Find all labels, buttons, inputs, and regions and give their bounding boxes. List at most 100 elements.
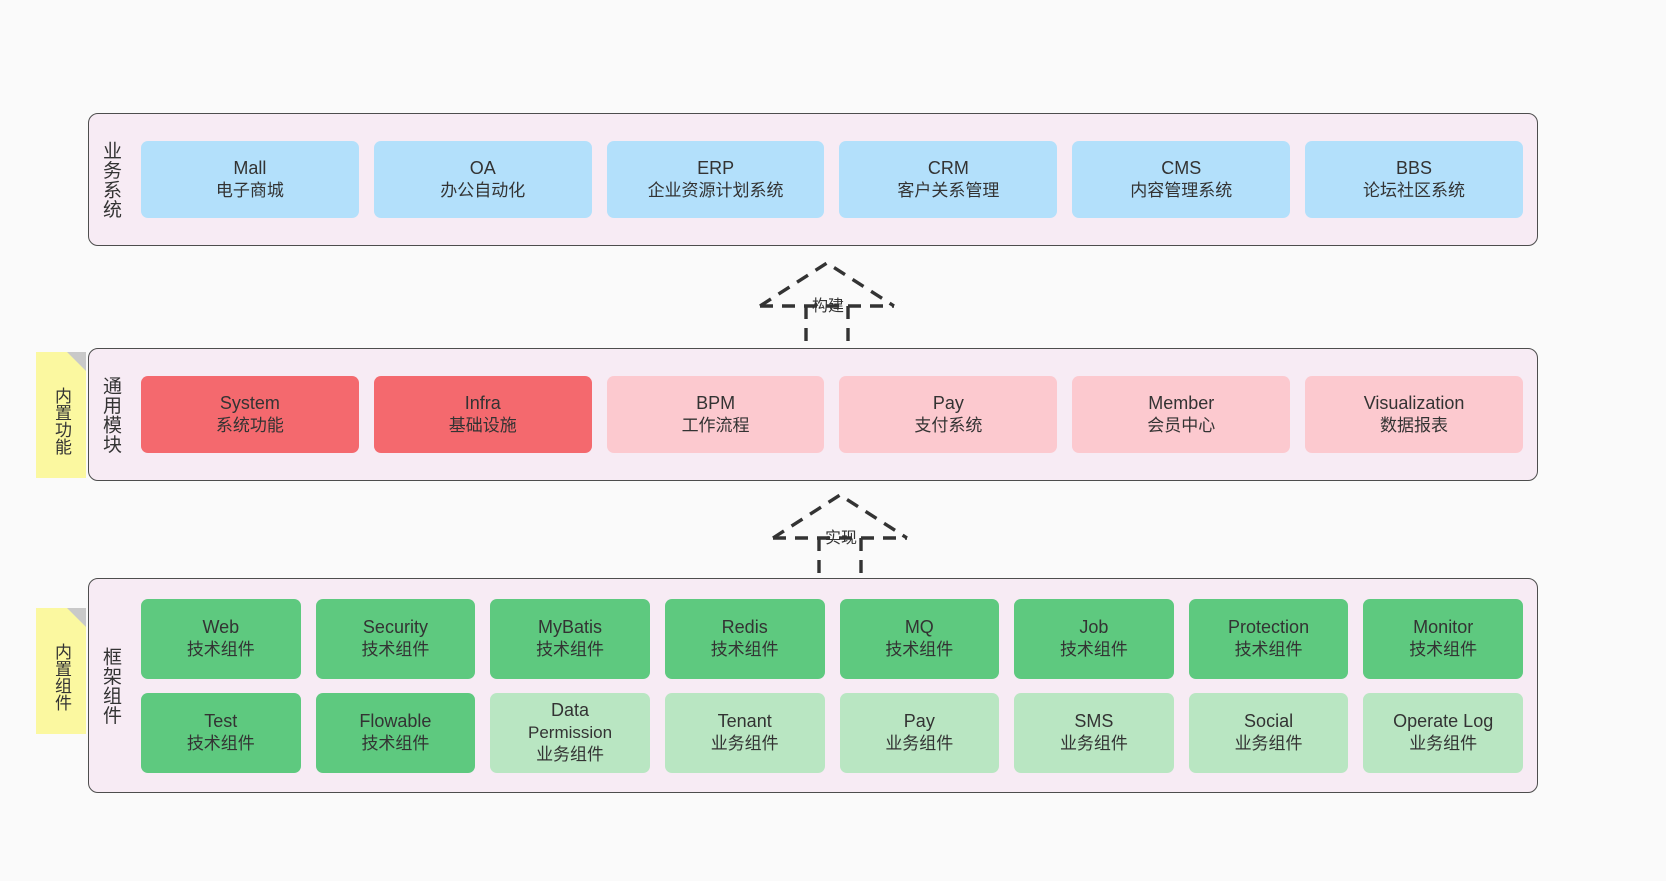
card-subtitle: 支付系统 xyxy=(914,416,983,436)
card-title-cont: Permission xyxy=(528,723,613,743)
card-title: Tenant xyxy=(717,711,772,732)
card-title: Web xyxy=(202,617,240,638)
card-title: Pay xyxy=(932,393,964,414)
layer-body-business: Mall 电子商城 OA 办公自动化 ERP 企业资源计划系统 CRM 客户关系… xyxy=(131,114,1537,245)
card-subtitle: 工作流程 xyxy=(681,416,750,436)
card-subtitle: 客户关系管理 xyxy=(897,181,1000,201)
layer-body-common: System 系统功能 Infra 基础设施 BPM 工作流程 Pay 支付系统… xyxy=(131,349,1537,480)
layer-title-common: 通用模块 xyxy=(100,375,122,454)
card-oa[interactable]: OA 办公自动化 xyxy=(373,141,592,218)
card-subtitle: 企业资源计划系统 xyxy=(647,181,784,201)
card-title: Security xyxy=(362,617,428,638)
card-redis[interactable]: Redis 技术组件 xyxy=(664,598,825,679)
card-visualization[interactable]: Visualization 数据报表 xyxy=(1305,376,1523,453)
card-tenant[interactable]: Tenant 业务组件 xyxy=(664,692,825,773)
card-job[interactable]: Job 技术组件 xyxy=(1014,598,1174,679)
framework-row-biz: Test 技术组件 Flowable 技术组件 Data Permission … xyxy=(141,692,1523,773)
card-subtitle: 业务组件 xyxy=(536,745,605,765)
card-title: System xyxy=(219,393,280,414)
card-subtitle: 办公自动化 xyxy=(440,181,526,201)
card-title: SMS xyxy=(1074,711,1114,732)
card-subtitle: 内容管理系统 xyxy=(1130,181,1233,201)
card-title: Social xyxy=(1244,711,1294,732)
sticky-note-builtin-functions: 内置功能 xyxy=(36,352,86,478)
layer-common-modules: 通用模块 System 系统功能 Infra 基础设施 BPM 工作流程 Pay… xyxy=(88,348,1538,481)
card-subtitle: 系统功能 xyxy=(215,416,284,436)
card-title: MQ xyxy=(904,617,934,638)
card-subtitle: 业务组件 xyxy=(1059,734,1128,754)
card-subtitle: 业务组件 xyxy=(1409,734,1478,754)
card-subtitle: 技术组件 xyxy=(1234,640,1303,660)
card-erp[interactable]: ERP 企业资源计划系统 xyxy=(606,141,825,218)
sticky-note-builtin-components: 内置组件 xyxy=(36,608,86,734)
layer-title-business: 业务系统 xyxy=(100,140,122,219)
card-protection[interactable]: Protection 技术组件 xyxy=(1188,598,1349,679)
card-data-permission[interactable]: Data Permission 业务组件 xyxy=(490,692,650,773)
card-subtitle: 会员中心 xyxy=(1147,416,1216,436)
card-subtitle: 业务组件 xyxy=(710,734,779,754)
card-bbs[interactable]: BBS 论坛社区系统 xyxy=(1305,141,1523,218)
card-pay-component[interactable]: Pay 业务组件 xyxy=(839,692,1000,773)
card-subtitle: 技术组件 xyxy=(536,640,605,660)
card-monitor[interactable]: Monitor 技术组件 xyxy=(1363,598,1523,679)
card-title: Protection xyxy=(1228,617,1310,638)
card-pay-module[interactable]: Pay 支付系统 xyxy=(839,376,1058,453)
card-operate-log[interactable]: Operate Log 业务组件 xyxy=(1363,692,1523,773)
card-subtitle: 业务组件 xyxy=(1234,734,1303,754)
card-security[interactable]: Security 技术组件 xyxy=(315,598,476,679)
card-subtitle: 技术组件 xyxy=(361,640,430,660)
card-bpm[interactable]: BPM 工作流程 xyxy=(606,376,825,453)
card-mall[interactable]: Mall 电子商城 xyxy=(141,141,359,218)
card-subtitle: 论坛社区系统 xyxy=(1363,181,1466,201)
card-mq[interactable]: MQ 技术组件 xyxy=(839,598,1000,679)
card-flowable[interactable]: Flowable 技术组件 xyxy=(315,692,476,773)
connector-build-label: 构建 xyxy=(812,298,845,315)
card-system[interactable]: System 系统功能 xyxy=(141,376,359,453)
card-subtitle: 技术组件 xyxy=(885,640,954,660)
card-mybatis[interactable]: MyBatis 技术组件 xyxy=(490,598,650,679)
card-title: Visualization xyxy=(1363,393,1465,414)
sticky-note-label: 内置功能 xyxy=(52,387,72,455)
layer-framework-components: 框架组件 Web 技术组件 Security 技术组件 MyBatis 技术组件… xyxy=(88,578,1538,793)
card-subtitle: 技术组件 xyxy=(710,640,779,660)
card-cms[interactable]: CMS 内容管理系统 xyxy=(1072,141,1291,218)
connector-implement-label: 实现 xyxy=(825,530,858,547)
card-title: Data xyxy=(551,700,590,721)
card-title: Pay xyxy=(903,711,935,732)
card-member[interactable]: Member 会员中心 xyxy=(1072,376,1291,453)
card-sms[interactable]: SMS 业务组件 xyxy=(1014,692,1174,773)
card-title: ERP xyxy=(697,158,735,179)
card-title: MyBatis xyxy=(538,617,603,638)
card-title: Test xyxy=(204,711,238,732)
card-subtitle: 业务组件 xyxy=(885,734,954,754)
layer-title-framework: 框架组件 xyxy=(100,646,122,725)
card-infra[interactable]: Infra 基础设施 xyxy=(373,376,592,453)
card-subtitle: 技术组件 xyxy=(186,640,255,660)
card-title: Operate Log xyxy=(1393,711,1494,732)
card-subtitle: 电子商城 xyxy=(215,181,284,201)
layer-business-systems: 业务系统 Mall 电子商城 OA 办公自动化 ERP 企业资源计划系统 CRM… xyxy=(88,113,1538,246)
sticky-note-label: 内置组件 xyxy=(52,643,72,711)
framework-row-tech: Web 技术组件 Security 技术组件 MyBatis 技术组件 Redi… xyxy=(141,598,1523,679)
card-title: Job xyxy=(1079,617,1109,638)
card-subtitle: 技术组件 xyxy=(1409,640,1478,660)
card-title: Infra xyxy=(464,393,501,414)
card-crm[interactable]: CRM 客户关系管理 xyxy=(839,141,1058,218)
card-test[interactable]: Test 技术组件 xyxy=(141,692,301,773)
card-subtitle: 数据报表 xyxy=(1380,416,1449,436)
card-web[interactable]: Web 技术组件 xyxy=(141,598,301,679)
card-title: Redis xyxy=(721,617,768,638)
card-title: Monitor xyxy=(1413,617,1474,638)
card-title: BPM xyxy=(696,393,736,414)
card-title: CMS xyxy=(1161,158,1202,179)
card-subtitle: 技术组件 xyxy=(1059,640,1128,660)
card-social[interactable]: Social 业务组件 xyxy=(1188,692,1349,773)
card-title: BBS xyxy=(1396,158,1433,179)
card-title: Mall xyxy=(233,158,267,179)
card-subtitle: 技术组件 xyxy=(186,734,255,754)
layer-body-framework: Web 技术组件 Security 技术组件 MyBatis 技术组件 Redi… xyxy=(131,579,1537,792)
card-title: Member xyxy=(1148,393,1215,414)
card-subtitle: 技术组件 xyxy=(361,734,430,754)
card-title: OA xyxy=(469,158,496,179)
